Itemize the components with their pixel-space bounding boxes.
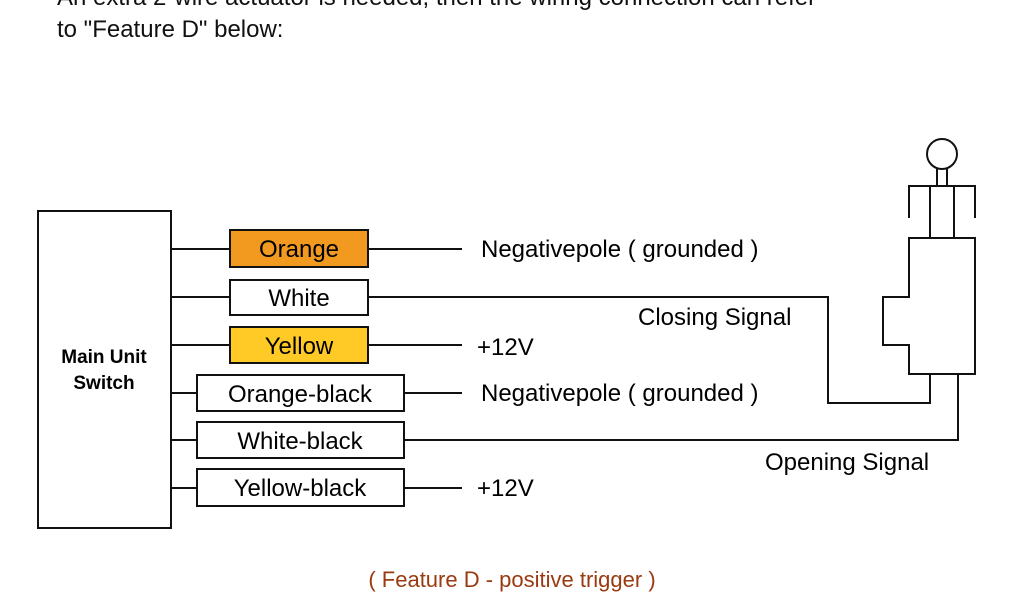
wire-box-orange: [229, 229, 369, 268]
intro-text: An extra 2-wire actuator is needed, then…: [57, 0, 1017, 46]
wire-note-yellow: +12V: [477, 334, 534, 361]
wire-box-yellow: [229, 326, 369, 364]
intro-line-1: An extra 2-wire actuator is needed, then…: [57, 0, 816, 11]
wire-label-orange: Orange: [259, 236, 339, 263]
wire-box-white: [229, 279, 369, 316]
wire-note-orange-black: Negativepole ( grounded ): [481, 380, 759, 407]
main-unit-label-1: Main Unit: [61, 347, 147, 368]
wire-note-orange: Negativepole ( grounded ): [481, 236, 759, 263]
intro-line-2: to "Feature D" below:: [57, 16, 284, 43]
wire-label-white: White: [268, 285, 329, 312]
main-unit-box: [37, 210, 172, 529]
wire-label-yellow: Yellow: [265, 333, 334, 360]
closing-signal-label: Closing Signal: [638, 304, 791, 331]
feature-caption: ( Feature D - positive trigger ): [368, 567, 656, 592]
wire-box-white-black: [196, 421, 405, 459]
opening-signal-wire: [404, 374, 959, 441]
wire-label-yellow-black: Yellow-black: [234, 475, 368, 502]
wire-box-yellow-black: [196, 468, 405, 507]
closing-signal-wire: [368, 296, 931, 404]
wire-label-white-black: White-black: [237, 428, 363, 455]
door-lock-actuator-icon: [882, 138, 976, 375]
wire-note-yellow-black: +12V: [477, 475, 534, 502]
main-unit-label-2: Switch: [73, 373, 134, 394]
opening-signal-label: Opening Signal: [765, 449, 929, 476]
wire-label-orange-black: Orange-black: [228, 381, 373, 408]
wire-box-orange-black: [196, 374, 405, 412]
